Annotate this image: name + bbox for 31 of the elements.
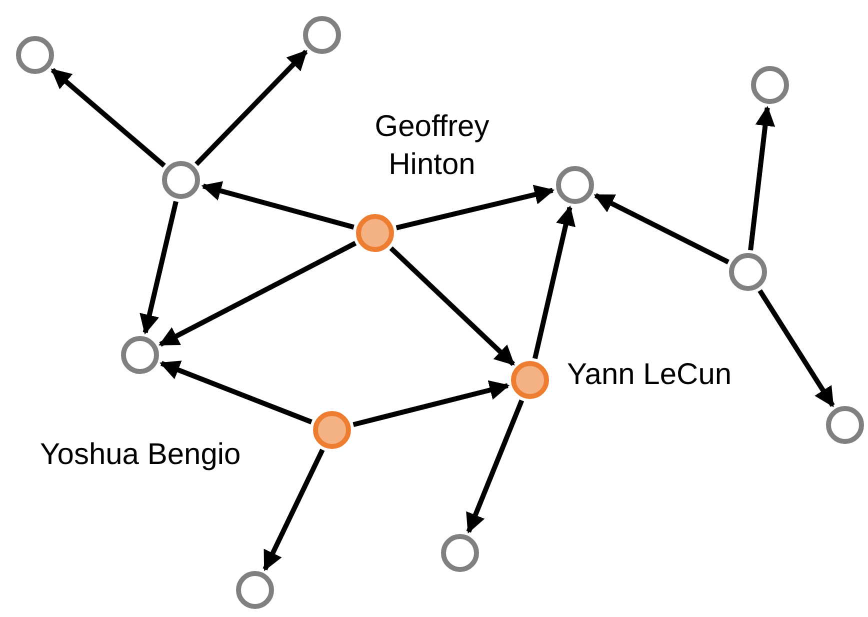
highlighted-node-circle bbox=[511, 361, 549, 399]
name-label: Yann LeCun bbox=[567, 357, 732, 393]
node-circle bbox=[303, 16, 341, 54]
arrow bbox=[748, 106, 776, 250]
arrow bbox=[194, 50, 308, 166]
name-label: Yoshua Bengio bbox=[40, 437, 241, 473]
arrow bbox=[389, 246, 516, 366]
node-circle bbox=[162, 161, 200, 199]
arrow bbox=[532, 205, 576, 360]
highlighted-node-circle bbox=[313, 411, 351, 449]
arrow bbox=[594, 193, 730, 264]
node-circle bbox=[16, 36, 54, 74]
highlighted-node-circle bbox=[356, 214, 394, 252]
node-circle bbox=[826, 406, 864, 444]
node-circle bbox=[236, 571, 274, 609]
node-circle bbox=[556, 166, 594, 204]
arrow bbox=[758, 289, 835, 408]
node-circle bbox=[751, 66, 789, 104]
arrow bbox=[140, 200, 178, 335]
arrow bbox=[352, 380, 510, 428]
arrow bbox=[50, 68, 166, 168]
arrow bbox=[158, 240, 357, 347]
name-label: Geoffrey Hinton bbox=[374, 109, 490, 183]
arrow bbox=[262, 448, 325, 572]
node-circle bbox=[729, 253, 767, 291]
arrow bbox=[396, 184, 555, 230]
node-circle bbox=[121, 336, 159, 374]
node-circle bbox=[441, 534, 479, 572]
arrow bbox=[160, 360, 312, 424]
arrow bbox=[466, 399, 524, 534]
arrow bbox=[201, 181, 354, 230]
